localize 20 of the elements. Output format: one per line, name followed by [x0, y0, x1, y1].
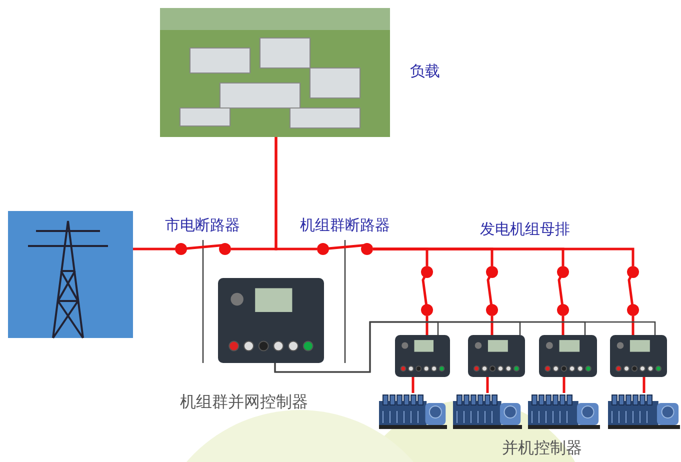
- node-label: 机组群并网控制器: [180, 392, 308, 413]
- caption: 并机控制器: [502, 438, 582, 459]
- control-wire: [344, 240, 346, 363]
- power-line: [274, 137, 317, 250]
- power-line: [562, 377, 566, 393]
- label: 发电机组母排: [480, 220, 570, 239]
- power-line: [412, 377, 414, 393]
- power-line: [490, 316, 494, 335]
- power-line: [642, 377, 646, 393]
- power-line: [632, 316, 634, 335]
- label: 市电断路器: [165, 216, 240, 235]
- power-line: [562, 316, 564, 335]
- control-wire: [202, 240, 204, 363]
- power-line: [486, 377, 489, 393]
- power-line: [133, 248, 175, 250]
- power-line: [373, 248, 634, 266]
- control-wire: [274, 321, 656, 373]
- label: 机组群断路器: [300, 216, 390, 235]
- node-label: 负载: [410, 62, 440, 81]
- power-line: [426, 316, 428, 335]
